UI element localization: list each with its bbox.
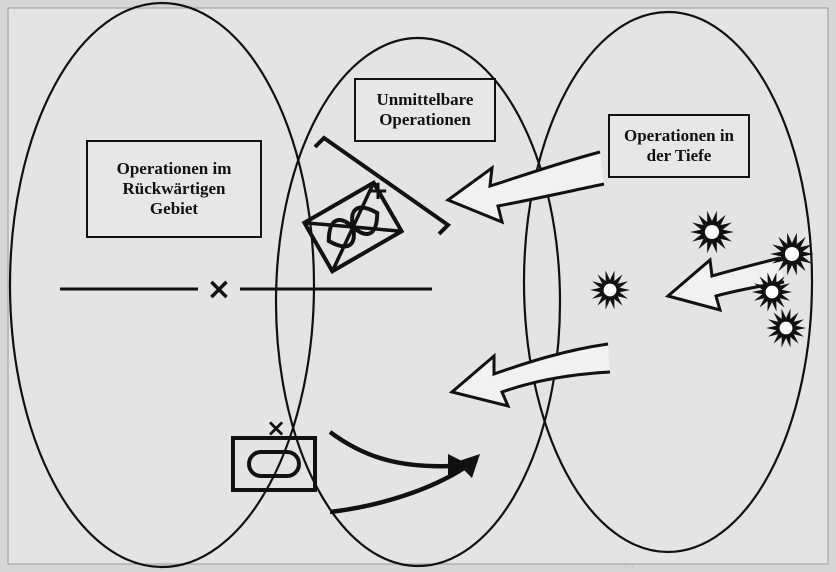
deep-to-close-lower-arrow: [448, 342, 611, 409]
deep-operations-label: Operationen in der Tiefe: [608, 114, 750, 178]
air-assault-unit-icon: [301, 180, 405, 274]
deep-operations-zone: [522, 10, 814, 554]
deep-to-close-upper-arrow: [444, 150, 605, 225]
explosion-core: [704, 224, 720, 240]
explosion-core: [603, 283, 617, 297]
close-operations-zone: [274, 36, 562, 568]
explosion-core: [765, 285, 779, 299]
explosion-core: [784, 246, 800, 262]
rear-to-close-arrow-upper: [328, 430, 455, 469]
rear-area-label: Operationen im Rückwärtigen Gebiet: [86, 140, 262, 238]
rear-to-close-arrowhead-lower: [456, 454, 480, 478]
air-unit-plus-icon: +: [367, 176, 389, 206]
rear-area-zone: [8, 1, 316, 569]
deep-strike-arrow: [664, 256, 785, 313]
close-operations-label: Unmittelbare Operationen: [354, 78, 496, 142]
air-unit-bracket: [313, 135, 452, 236]
armor-unit-marker-icon: ×: [266, 414, 286, 442]
boundary-marker-icon: ×: [206, 272, 231, 307]
armor-unit-frame: [231, 436, 317, 492]
air-unit-frame: [301, 180, 405, 274]
explosion-markers: [590, 210, 814, 348]
air-unit-bowtie: [326, 205, 380, 249]
armor-unit-track-icon: [247, 450, 301, 478]
explosion-core: [779, 321, 793, 335]
rear-to-close-arrow-lower: [329, 466, 466, 515]
